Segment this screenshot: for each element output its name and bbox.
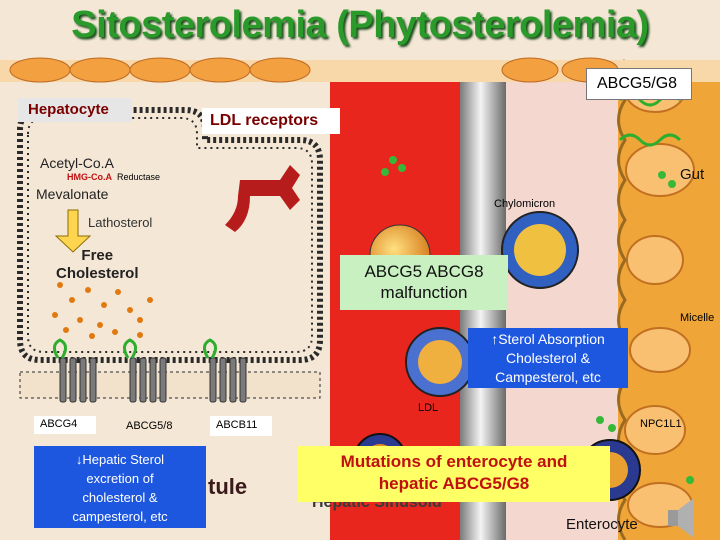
ldl-receptors-label: LDL receptors (210, 112, 319, 129)
micelle-label: Micelle (680, 312, 715, 324)
transporter-loops-icon (53, 338, 217, 359)
abcg5g8-top-label-box: ABCG5/G8 (586, 68, 692, 100)
ldl-label: LDL (418, 402, 439, 414)
abcg4-label: ABCG4 (40, 418, 78, 430)
micelle-core (514, 224, 566, 276)
reductase-wrench-icon (225, 165, 300, 232)
enterocyte-nuclei (624, 67, 695, 528)
ldl-core (418, 340, 462, 384)
abcb11-label: ABCB11 (216, 419, 258, 431)
canaliculus-label: tule (208, 474, 248, 499)
abcg58-label: ABCG5/8 (126, 420, 173, 432)
mutations-box: Mutations of enterocyte and hepatic ABCG… (298, 446, 610, 502)
mevalonate-label: Mevalonate (36, 186, 109, 202)
free-cholesterol-label: Free Cholesterol (56, 247, 139, 282)
acetyl-coa-label: Acetyl-Co.A (40, 155, 114, 171)
sterol-molecules-icon (381, 156, 694, 484)
abcg5g8-top-label: ABCG5/G8 (597, 75, 678, 92)
hmg-coa-label: HMG-Co.A (67, 172, 112, 182)
abcg4-label-box: ABCG4 (34, 416, 96, 434)
page-title: Sitosterolemia (Phytosterolemia) (71, 4, 649, 46)
gut-label: Gut (680, 166, 705, 183)
hepatocyte-label-box: Hepatocyte (18, 98, 132, 122)
chylomicron-label: Chylomicron (494, 198, 556, 210)
free-cholesterol-cloud (52, 282, 153, 339)
reductase-label: Reductase (117, 172, 161, 182)
pathway-arrow-icon (54, 209, 92, 253)
malfunction-box: ABCG5 ABCG8 malfunction (340, 255, 508, 310)
ldl-receptors-label-box: LDL receptors (202, 108, 340, 134)
abcb11-label-box: ABCB11 (210, 416, 272, 436)
lathosterol-label: Lathosterol (88, 215, 153, 230)
enterocyte-label: Enterocyte (566, 516, 638, 533)
hepatic-excretion-box: ↓Hepatic Sterol excretion of cholesterol… (34, 446, 206, 528)
sterol-absorption-box: ↑Sterol Absorption Cholesterol & Campest… (468, 328, 628, 388)
hepatocyte-label: Hepatocyte (28, 101, 109, 118)
transporter-proteins-icon (59, 357, 247, 403)
npc1l1-label: NPC1L1 (640, 418, 682, 430)
speaker-icon (668, 498, 694, 538)
